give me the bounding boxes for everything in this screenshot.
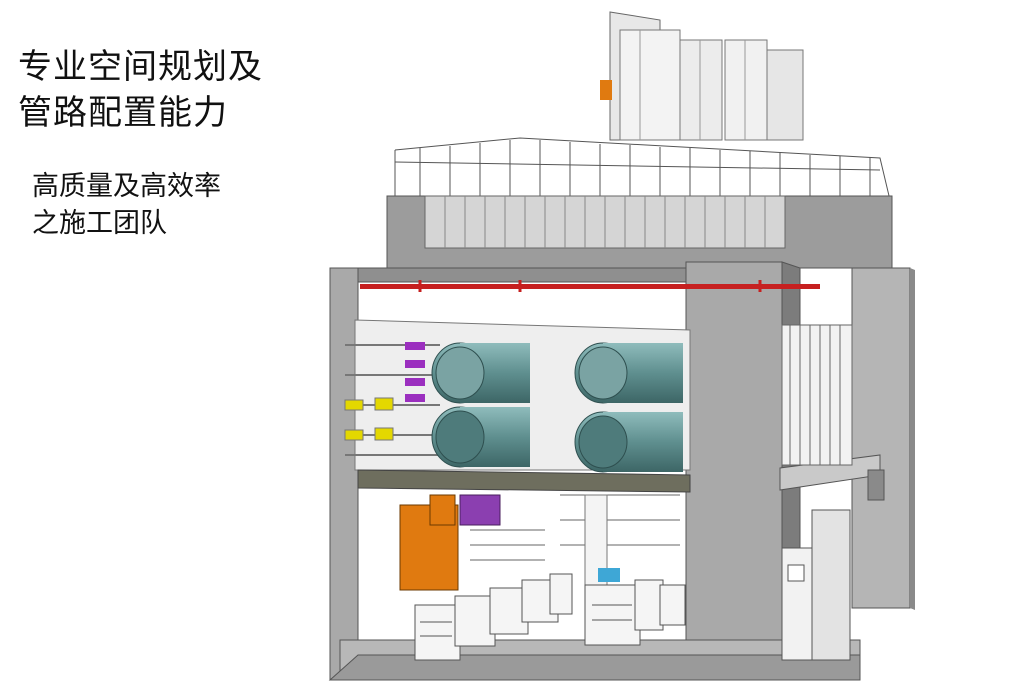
floor-beam (357, 454, 885, 501)
subtitle-line-2: 之施工团队 (32, 208, 167, 239)
louvers (781, 324, 853, 466)
roof-truss (394, 137, 891, 201)
rooftop-equipment (600, 11, 804, 141)
subtitle-line-1: 高质量及高效率 (32, 171, 221, 202)
chiller-units (431, 342, 683, 473)
title-line-1: 专业空间规划及 (18, 47, 263, 87)
title-line-2: 管路配置能力 (18, 93, 228, 133)
red-pipe (360, 280, 820, 292)
lower-equipment (399, 494, 851, 661)
slide-title: 专业空间规划及 管路配置能力 (18, 44, 263, 136)
slide-subtitle: 高质量及高效率 之施工团队 (32, 168, 221, 242)
cooling-tower (386, 195, 893, 269)
